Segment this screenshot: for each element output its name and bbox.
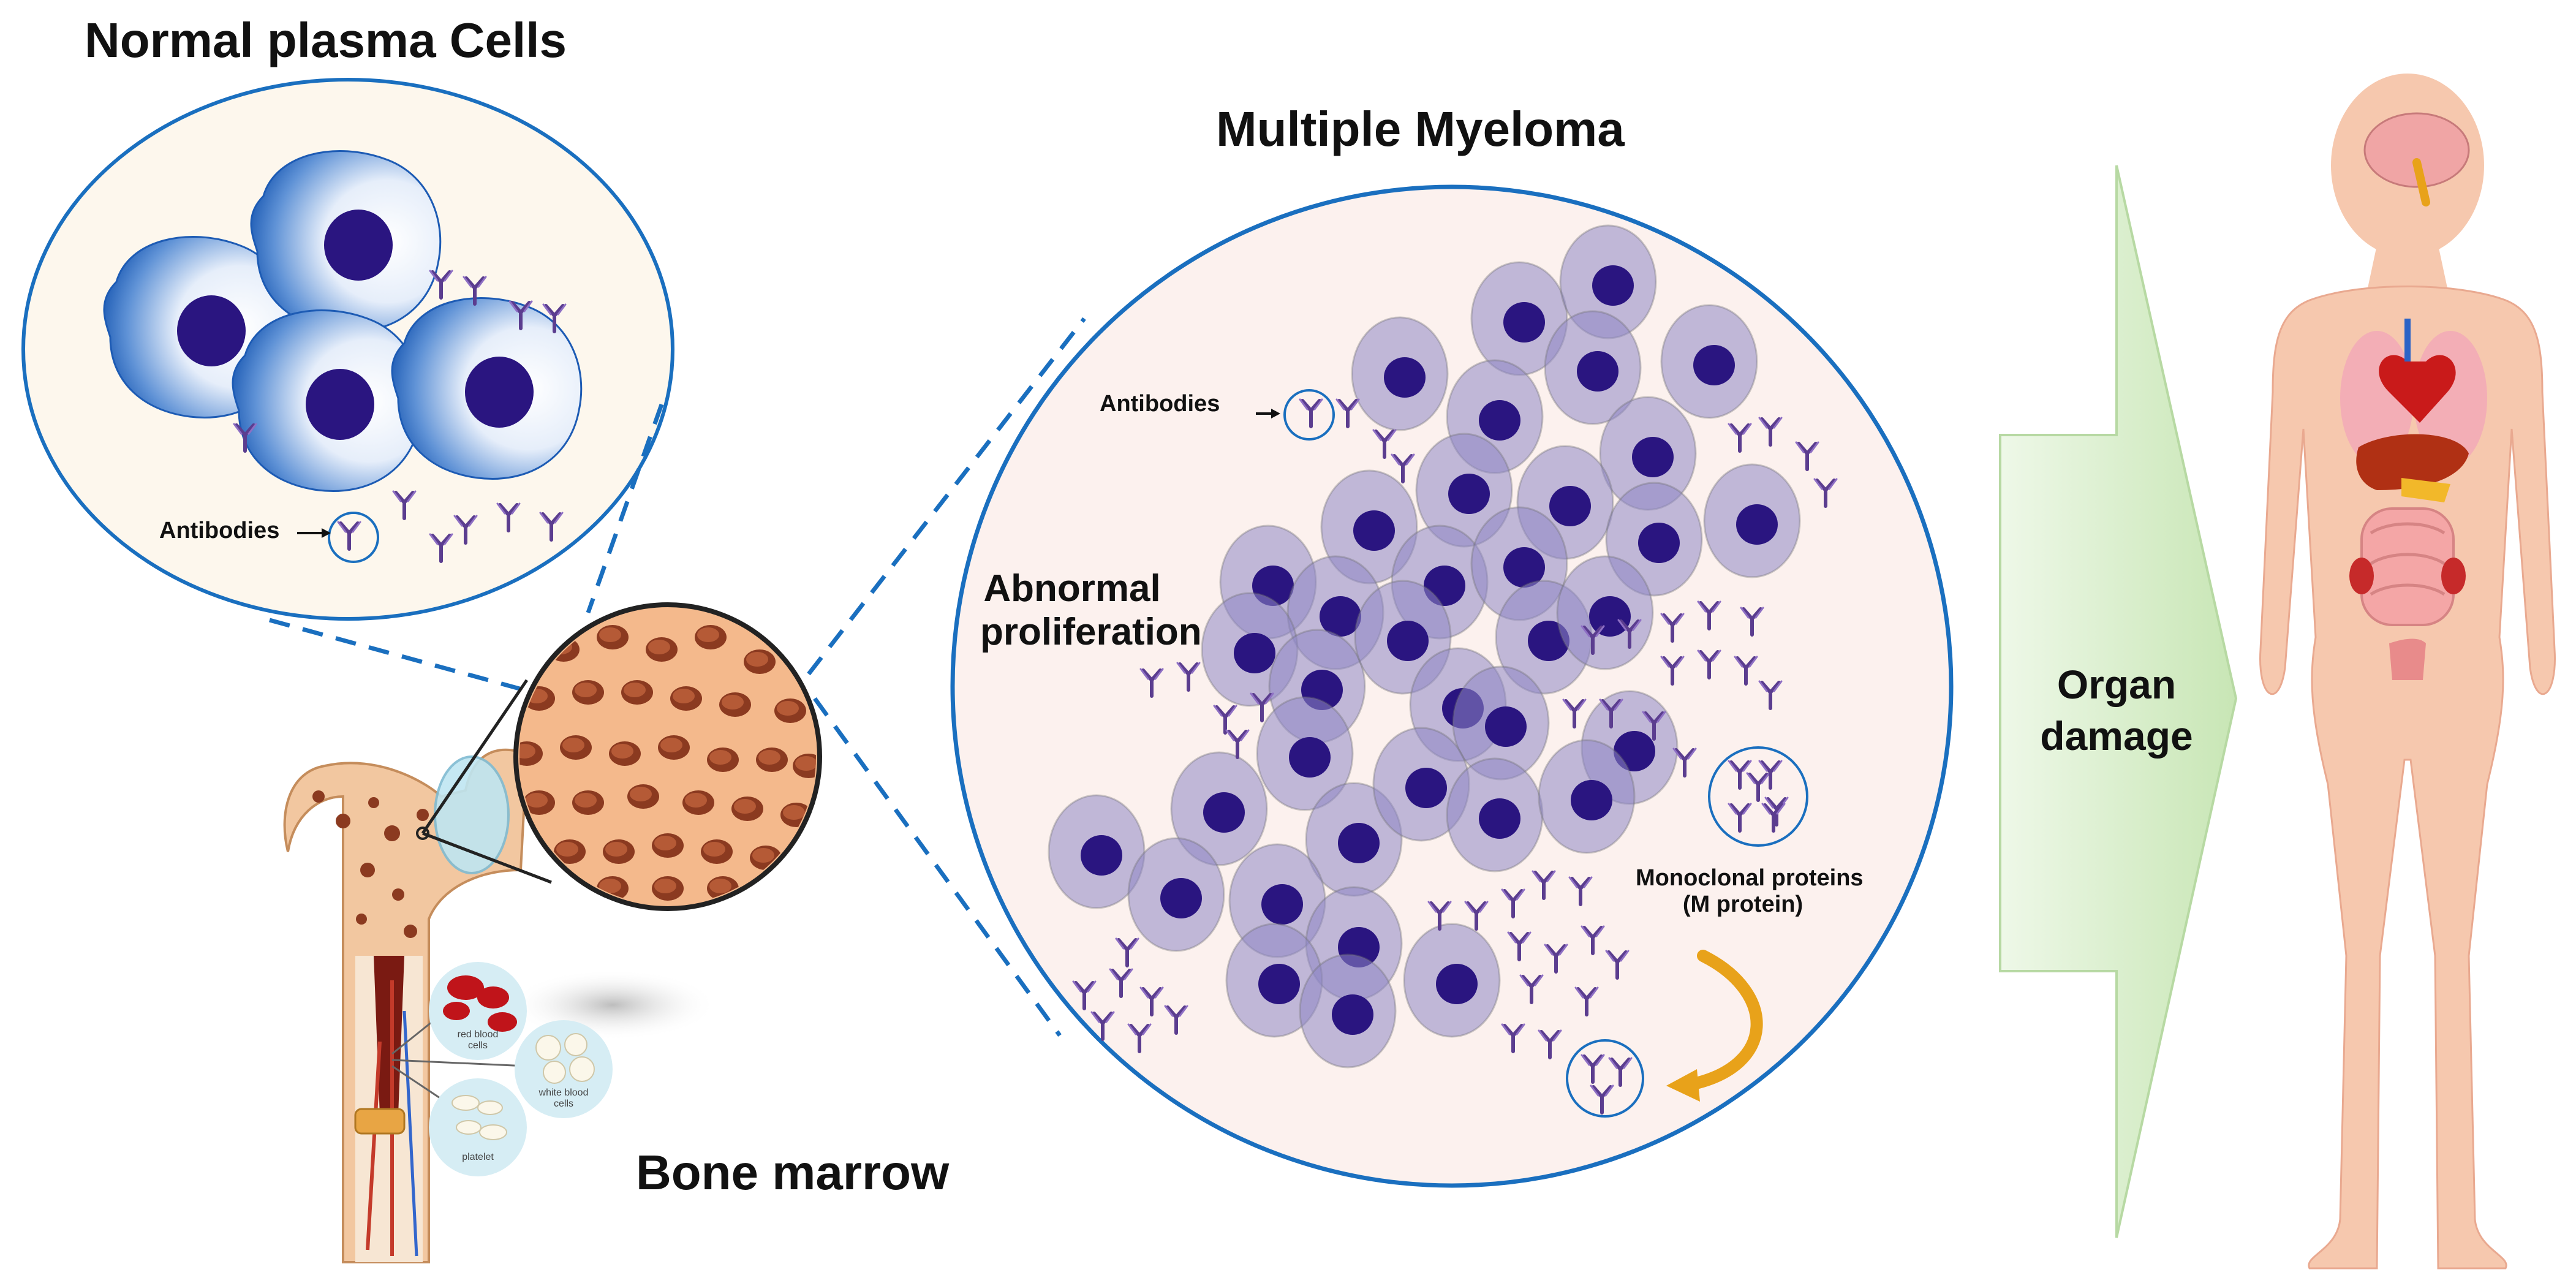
kidney-organ (2349, 558, 2374, 594)
mprotein-label: Monoclonal proteins (M protein) (1636, 865, 1864, 917)
myeloma-title: Multiple Myeloma (1216, 102, 1625, 156)
platelet-label: platelet (462, 1152, 494, 1162)
rbc-label: red blood cells (457, 1029, 499, 1051)
wbc-label: white blood cells (538, 1088, 589, 1109)
mprotein-highlight-circle (1566, 1039, 1644, 1118)
plasma-cell (232, 309, 423, 493)
mprotein-curved-arrow (1685, 950, 1763, 1091)
organ-damage-label: Organ damage (2040, 662, 2193, 759)
abnormal-proliferation-label: Abnormal proliferation (980, 567, 1202, 653)
myeloma-panel (950, 184, 1954, 1188)
kidney-organ (2441, 558, 2466, 594)
antibodies-label: Antibodies (1100, 391, 1220, 417)
platelet-bubble (429, 1078, 527, 1176)
red-blood-cells-bubble (429, 962, 527, 1060)
antibodies-label: Antibodies (159, 518, 280, 543)
liver-organ (2356, 434, 2469, 490)
normal-cells-title: Normal plasma Cells (85, 13, 567, 67)
normal-cells-panel (21, 78, 674, 621)
heart-organ (2379, 355, 2456, 423)
intestine-organ (2360, 507, 2455, 626)
spongy-bone-magnified (513, 602, 822, 911)
bone-marrow-title: Bone marrow (636, 1145, 950, 1200)
femur-bone (283, 679, 717, 1263)
zoom-connectors (269, 317, 1086, 1037)
human-body-figure (2259, 74, 2556, 1270)
antibody-highlight-circle (328, 512, 379, 563)
plasma-cell (250, 150, 442, 333)
white-blood-cells-bubble (515, 1020, 613, 1118)
brain-organ (2363, 112, 2470, 188)
antibody-highlight-circle (1283, 389, 1335, 441)
mprotein-highlight-circle (1708, 746, 1808, 847)
organ-damage-arrow (1999, 165, 2238, 1238)
